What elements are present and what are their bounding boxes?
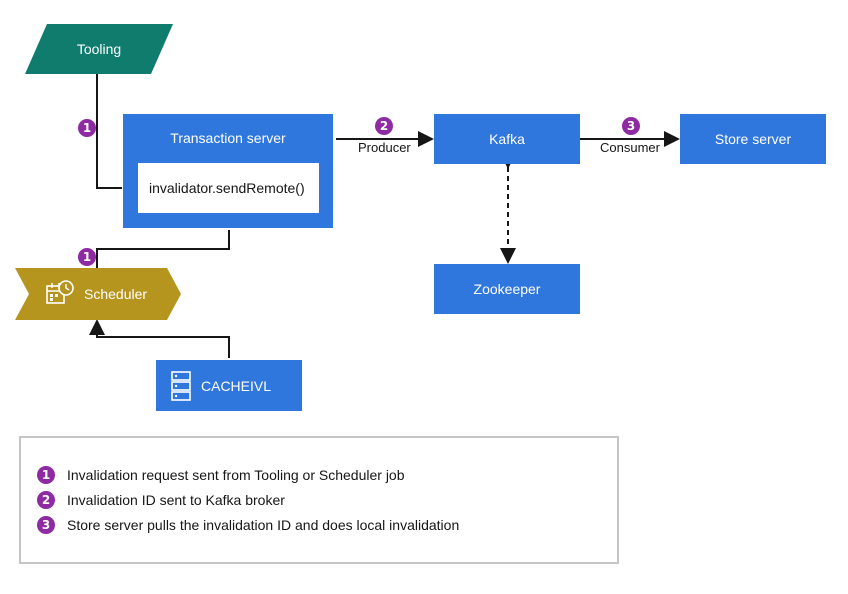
legend-text: Store server pulls the invalidation ID a… (67, 517, 460, 533)
legend-item: 3 Store server pulls the invalidation ID… (37, 516, 459, 534)
step-badge-consumer: 3 (622, 117, 640, 135)
scheduler-shape (15, 268, 181, 320)
producer-label: Producer (358, 140, 411, 155)
tooling-to-sendremote-arrow (96, 73, 122, 189)
consumer-label: Consumer (600, 140, 660, 155)
legend-item: 2 Invalidation ID sent to Kafka broker (37, 491, 285, 509)
calendar-clock-icon (46, 280, 74, 304)
tooling-shape (25, 24, 173, 74)
legend-badge: 1 (37, 466, 55, 484)
step-badge-producer: 2 (375, 117, 393, 135)
cacheivl-label: CACHEIVL (201, 377, 272, 394)
store-server-node: Store server (680, 114, 826, 164)
cacheivl-to-scheduler-arrow (89, 319, 230, 358)
cacheivl-node: CACHEIVL (156, 360, 302, 411)
legend-badge: 2 (37, 491, 55, 509)
legend-badge: 3 (37, 516, 55, 534)
scheduler-node: Scheduler (84, 286, 148, 302)
step-badge-scheduler: 1 (78, 248, 96, 266)
legend-text: Invalidation request sent from Tooling o… (67, 467, 405, 483)
legend: 1 Invalidation request sent from Tooling… (19, 436, 619, 564)
tooling-node: Tooling (76, 41, 122, 57)
scheduler-to-sendremote-arrow (96, 230, 230, 268)
database-icon (171, 370, 191, 401)
step-badge-tooling: 1 (78, 119, 96, 137)
kafka-node: Kafka (434, 114, 580, 164)
zookeeper-node: Zookeeper (434, 264, 580, 314)
legend-item: 1 Invalidation request sent from Tooling… (37, 466, 405, 484)
transaction-server-label: Transaction server (170, 130, 286, 146)
legend-text: Invalidation ID sent to Kafka broker (67, 492, 285, 508)
send-remote-box: invalidator.sendRemote() (138, 163, 319, 213)
